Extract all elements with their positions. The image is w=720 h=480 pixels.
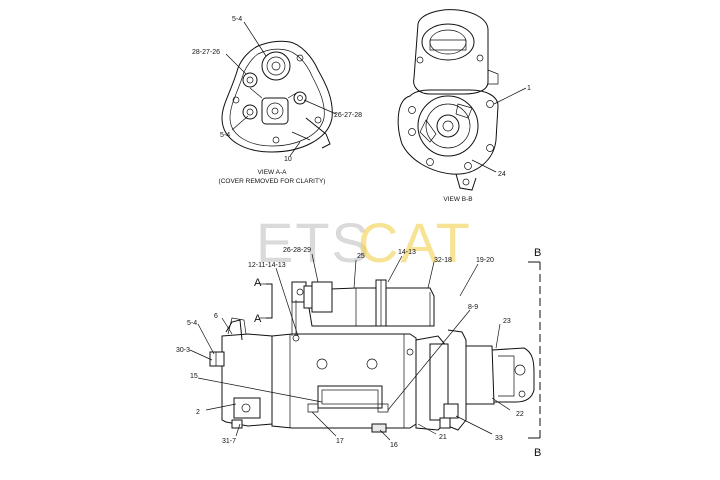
view-b-drawing	[397, 9, 499, 191]
section-line-b	[528, 261, 541, 439]
callout-30-3: 30-3	[176, 347, 190, 354]
callout-26-27-28: 26-27-28	[334, 112, 362, 119]
view-a-callout-leaders	[225, 21, 337, 157]
section-mark-b-top: B	[534, 247, 541, 259]
callout-6: 6	[214, 313, 218, 320]
view-a-caption: VIEW A-A	[258, 169, 288, 176]
main-callout-leaders	[189, 253, 511, 441]
callout-16: 16	[390, 442, 398, 449]
section-mark-b-bottom: B	[534, 447, 541, 459]
callout-10: 10	[284, 156, 292, 163]
callout-32-18: 32-18	[434, 257, 452, 264]
callout-28-27-26: 28-27-26	[192, 49, 220, 56]
callout-2: 2	[196, 409, 200, 416]
callout-14-13: 14-13	[398, 249, 416, 256]
view-a-caption-note: (COVER REMOVED FOR CLARITY)	[219, 178, 326, 185]
callout-33: 33	[495, 435, 503, 442]
callout-31-7: 31-7	[222, 438, 236, 445]
callout-25: 25	[357, 253, 365, 260]
watermark-part2: CAT	[358, 211, 472, 274]
section-mark-a-top: A	[254, 277, 262, 289]
callout-23: 23	[503, 318, 511, 325]
callout-1: 1	[527, 85, 531, 92]
callout-5-4-top: 5-4	[232, 16, 242, 23]
callout-24: 24	[498, 171, 506, 178]
callout-26-28-29: 26-28-29	[283, 247, 311, 254]
main-starter-drawing	[209, 279, 535, 433]
callout-21: 21	[439, 434, 447, 441]
watermark-part1: ETS	[256, 211, 371, 274]
section-line-a	[260, 283, 273, 319]
callout-8-9: 8-9	[468, 304, 478, 311]
view-b-callout-leaders	[471, 87, 527, 173]
view-a-drawing	[221, 40, 333, 153]
callout-5-4-bottom: 5-4	[220, 132, 230, 139]
callout-15: 15	[190, 373, 198, 380]
section-mark-a-bottom: A	[254, 313, 262, 325]
callout-5-4: 5-4	[187, 320, 197, 327]
callout-19-20: 19-20	[476, 257, 494, 264]
view-b-caption: VIEW B-B	[443, 196, 472, 203]
callout-17: 17	[336, 438, 344, 445]
callout-22: 22	[516, 411, 524, 418]
watermark-logo: ETS CAT	[256, 211, 472, 274]
callout-12-11-14-13: 12-11-14-13	[248, 262, 286, 269]
